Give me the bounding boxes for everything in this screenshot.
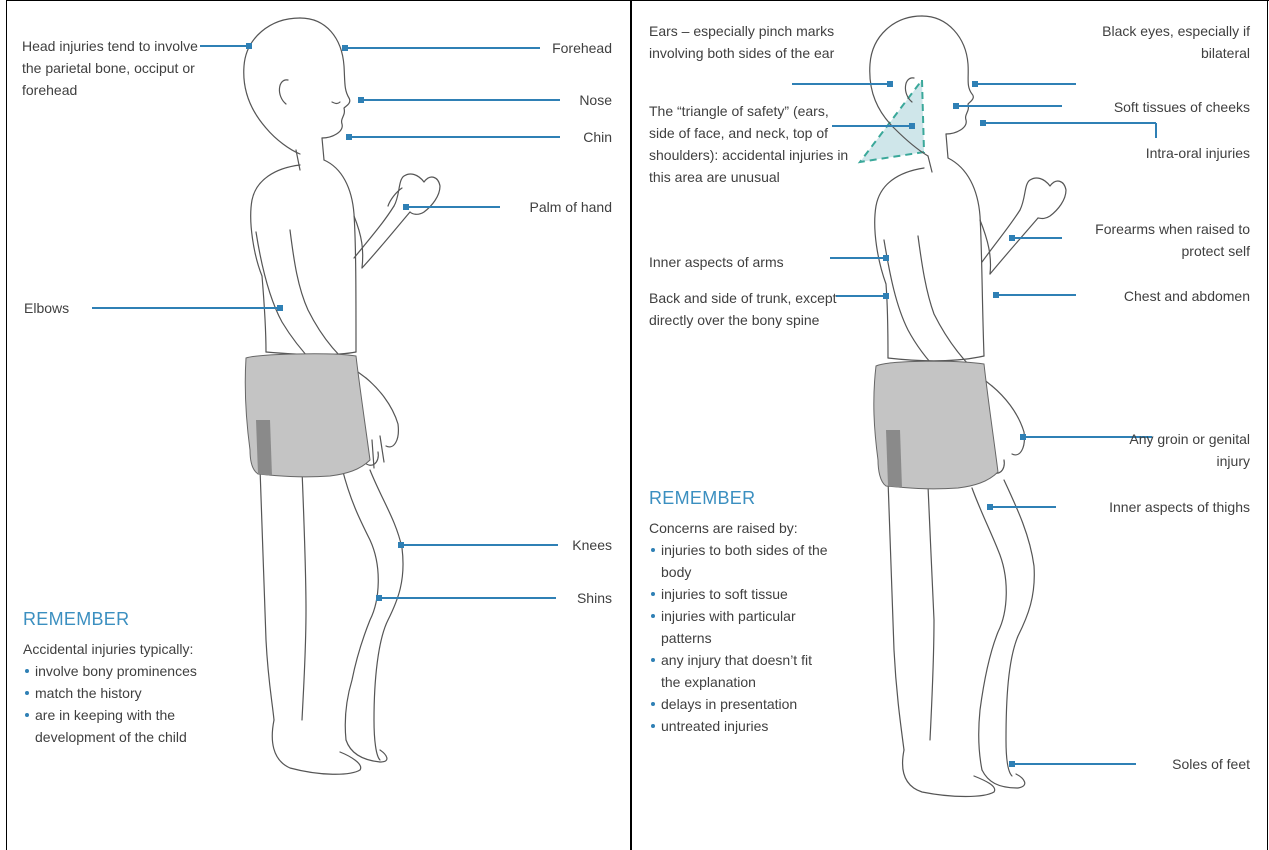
label-nose: Nose [512,89,612,111]
label-groin: Any groin or genital injury [1110,428,1250,472]
triangle-of-safety [860,80,924,162]
dot-intra-oral [980,120,986,126]
leader-dots [246,43,409,601]
remember-item: injuries to soft tissue [650,583,830,605]
dot-shins [376,595,382,601]
remember-heading-left: REMEMBER [23,607,129,631]
dot-forearms [1009,235,1015,241]
label-ears: Ears – especially pinch marks involving … [649,20,839,64]
label-triangle-of-safety: The “triangle of safety” (ears, side of … [649,100,849,188]
label-palm-of-hand: Palm of hand [492,196,612,218]
dot-ears [887,81,893,87]
remember-item: injuries to both sides of the body [650,539,830,583]
label-shins: Shins [512,587,612,609]
remember-list-left: involve bony prominences match the histo… [24,660,254,748]
label-chin: Chin [512,126,612,148]
dot-chest [993,292,999,298]
label-forehead: Forehead [512,37,612,59]
dot-soles [1009,761,1015,767]
label-inner-arms: Inner aspects of arms [649,251,784,273]
remember-item: injuries with particular patterns [650,605,830,649]
dot-black-eyes [972,81,978,87]
dot-elbows [277,305,283,311]
dot-thighs [987,504,993,510]
leader-lines [92,46,560,598]
label-chest-and-abdomen: Chest and abdomen [1070,285,1250,307]
right-panel: Ears – especially pinch marks involving … [632,0,1269,850]
label-head-injuries: Head injuries tend to involve the pariet… [22,35,212,101]
remember-item: involve bony prominences [24,660,254,682]
dot-inner-arms [883,255,889,261]
remember-heading-right: REMEMBER [649,486,755,510]
label-elbows: Elbows [24,297,69,319]
dot-nose [358,97,364,103]
dot-head [246,43,252,49]
dot-palm [403,204,409,210]
label-soles-of-feet: Soles of feet [1100,753,1250,775]
remember-item: untreated injuries [650,715,830,737]
dot-knees [398,542,404,548]
label-knees: Knees [512,534,612,556]
label-black-eyes: Black eyes, especially if bilateral [1068,20,1250,64]
left-panel: Head injuries tend to involve the pariet… [0,0,630,850]
label-soft-tissues-of-cheeks: Soft tissues of cheeks [1050,96,1250,118]
label-forearms: Forearms when raised to protect self [1052,218,1250,262]
remember-item: delays in presentation [650,693,830,715]
dot-triangle [909,123,915,129]
remember-intro-right: Concerns are raised by: [649,517,798,539]
dot-trunk [883,293,889,299]
label-intra-oral-injuries: Intra-oral injuries [1080,142,1250,164]
shorts-shadow [256,420,272,476]
remember-intro-left: Accidental injuries typically: [23,638,193,660]
shorts-shadow [886,430,902,488]
remember-item: are in keeping with the development of t… [24,704,245,748]
remember-item: any injury that doesn’t fit the explanat… [650,649,830,693]
remember-list-right: injuries to both sides of the body injur… [650,539,830,737]
dot-cheeks [953,103,959,109]
label-inner-thighs: Inner aspects of thighs [1050,496,1250,518]
dot-groin [1020,434,1026,440]
dot-chin [346,134,352,140]
dot-forehead [342,45,348,51]
label-back-and-side-of-trunk: Back and side of trunk, except directly … [649,287,841,331]
remember-item: match the history [24,682,254,704]
